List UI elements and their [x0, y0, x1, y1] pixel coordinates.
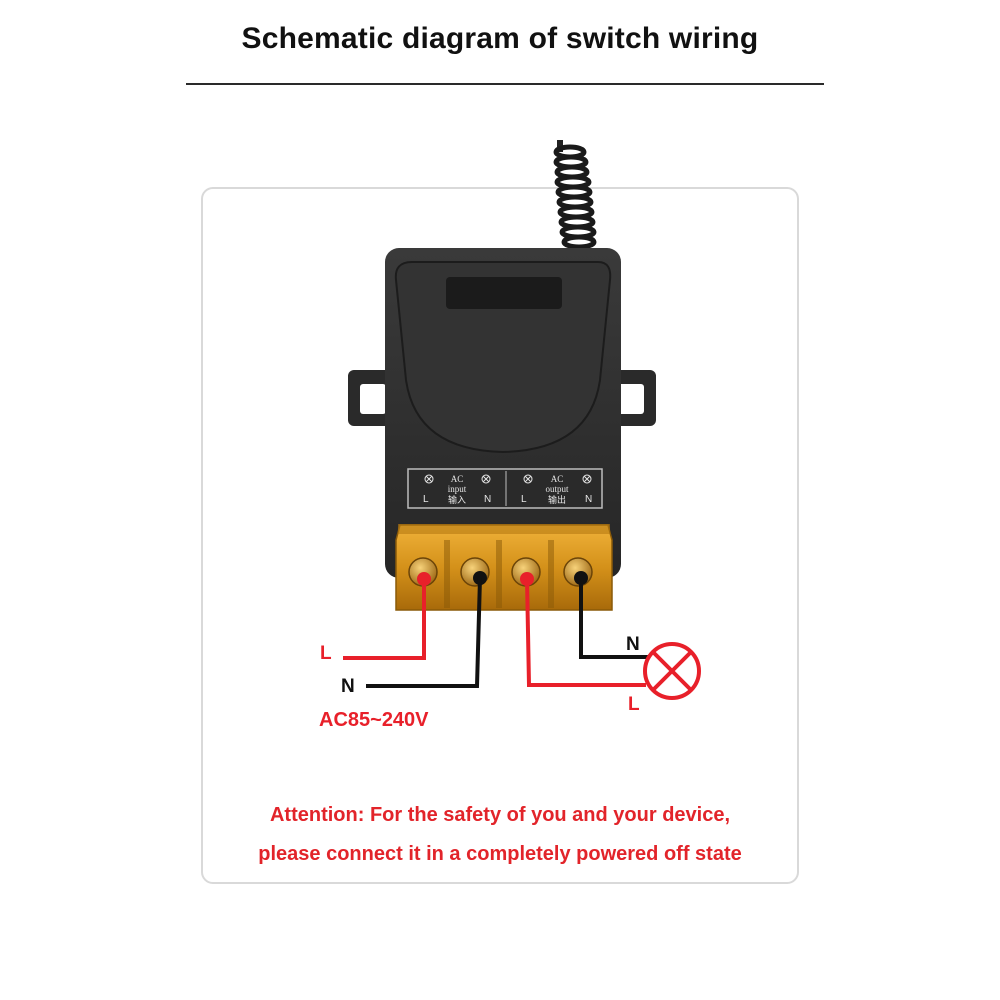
source-neutral-label: N [341, 676, 355, 697]
mounting-ear-right [612, 370, 656, 426]
terminal-block [395, 524, 613, 611]
terminal-label-n2: N [585, 494, 592, 505]
page-title: Schematic diagram of switch wiring [241, 22, 759, 55]
input-ac-label: AC [451, 474, 464, 484]
source-live-label: L [320, 643, 332, 664]
load-neutral-label: N [626, 634, 640, 655]
attention-line-2: please connect it in a completely powere… [258, 843, 742, 865]
live-output-wire [525, 578, 646, 687]
title-divider [186, 83, 824, 85]
input-en-label: input [448, 484, 467, 494]
live-input-wire [343, 579, 426, 660]
voltage-label: AC85~240V [319, 709, 429, 731]
terminal-screw-4 [563, 557, 593, 587]
mounting-ear-left [348, 370, 392, 426]
neutral-output-wire [579, 578, 648, 659]
terminal-screw-2 [460, 557, 490, 587]
led-window [446, 277, 562, 309]
attention-line-1: Attention: For the safety of you and you… [269, 804, 731, 826]
load-live-label: L [628, 694, 640, 715]
neutral-input-wire [366, 577, 482, 688]
output-ac-label: AC [551, 474, 564, 484]
input-cn-label: 输入 [448, 494, 466, 505]
output-en-label: output [545, 484, 569, 494]
terminal-label-n1: N [484, 494, 491, 505]
terminal-label-panel: AC input 输入 AC output 输出 L N L N [407, 468, 603, 509]
output-cn-label: 输出 [548, 494, 566, 505]
terminal-label-l1: L [423, 494, 429, 505]
terminal-label-l2: L [521, 494, 527, 505]
lamp-icon [643, 642, 701, 700]
antenna-coil [553, 140, 597, 250]
